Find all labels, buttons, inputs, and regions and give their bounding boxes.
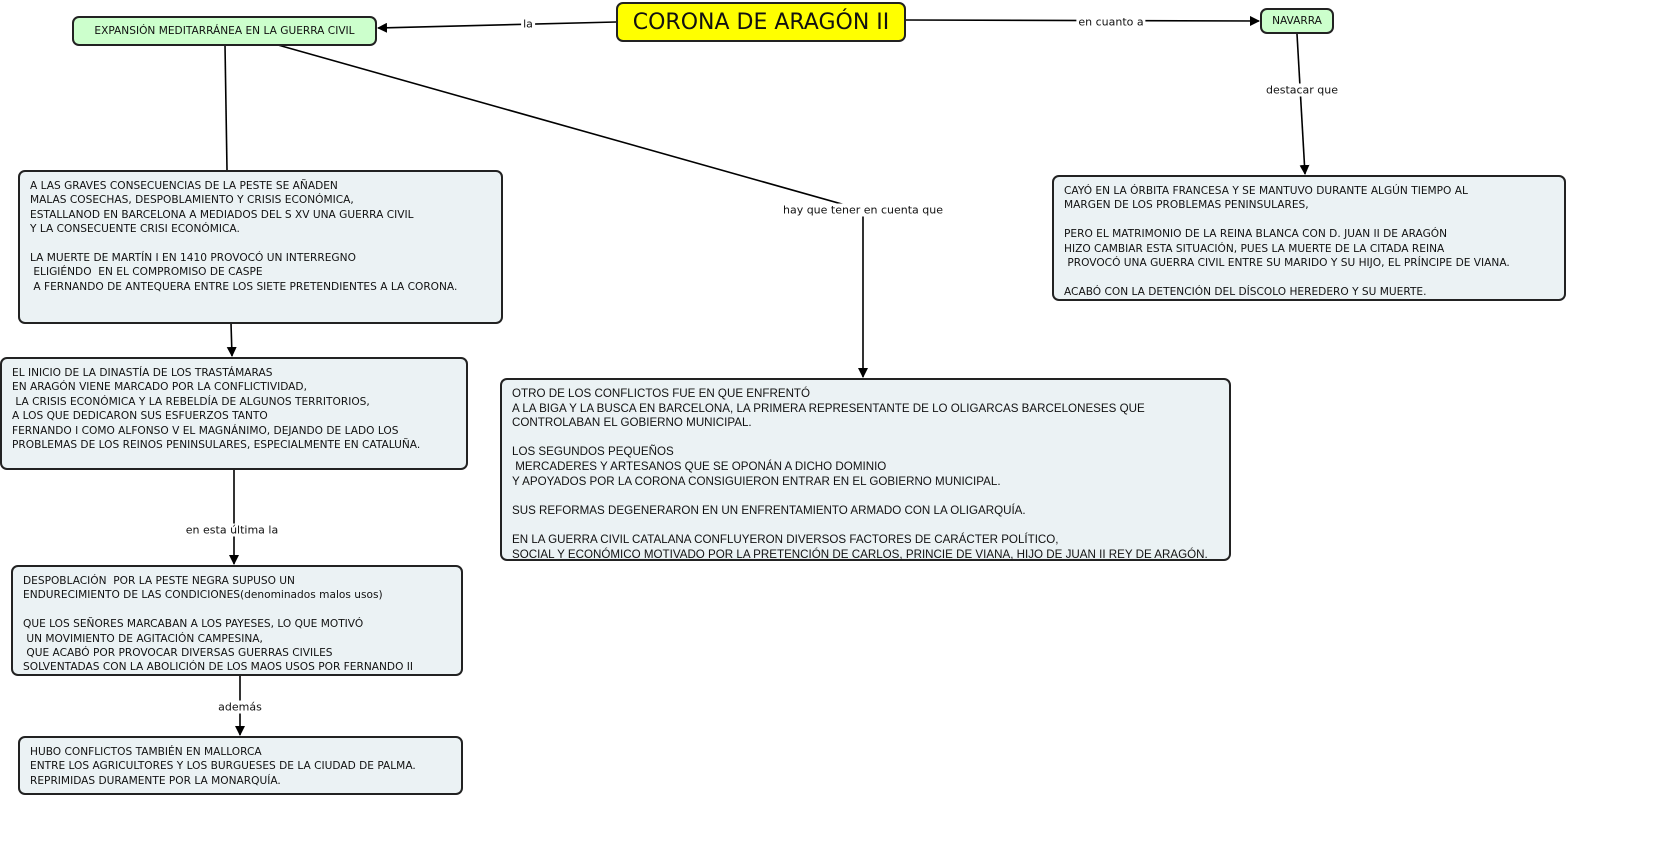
link-navarra-detail (1296, 33, 1310, 175)
root-label: CORONA DE ARAGÓN II (632, 9, 890, 35)
concept-peste[interactable]: A LAS GRAVES CONSECUENCIAS DE LA PESTE S… (18, 170, 503, 324)
expansion-label: EXPANSIÓN MEDITARRÁNEA EN LA GUERRA CIVI… (94, 25, 355, 37)
expansion-concept[interactable]: EXPANSIÓN MEDITARRÁNEA EN LA GUERRA CIVI… (72, 16, 377, 46)
link-label-la[interactable]: la (521, 17, 535, 31)
root-concept[interactable]: CORONA DE ARAGÓN II (616, 2, 906, 42)
concept-despoblacion[interactable]: DESPOBLACIÓN POR LA PESTE NEGRA SUPUSO U… (11, 565, 463, 676)
navarra-concept[interactable]: NAVARRA (1260, 8, 1334, 34)
link-label-ademas[interactable]: además (216, 700, 264, 714)
link-root-expansion (377, 21, 617, 33)
concept-biga-busca[interactable]: OTRO DE LOS CONFLICTOS FUE EN QUE ENFREN… (500, 378, 1231, 561)
link-label-destacar-que[interactable]: destacar que (1263, 83, 1341, 97)
concept-mallorca[interactable]: HUBO CONFLICTOS TAMBIÉN EN MALLORCA ENTR… (18, 736, 463, 795)
concept-trastamaras[interactable]: EL INICIO DE LA DINASTÍA DE LOS TRASTÁMA… (0, 357, 468, 470)
link-peste-trastamaras (226, 322, 237, 357)
link-expansion-peste (224, 44, 228, 171)
navarra-label: NAVARRA (1272, 15, 1322, 27)
concept-navarra-detail[interactable]: CAYÓ EN LA ÓRBITA FRANCESA Y SE MANTUVO … (1052, 175, 1566, 301)
link-label-en-cuanto-a[interactable]: en cuanto a (1076, 15, 1146, 29)
link-label-hay-que[interactable]: hay que tener en cuenta que (780, 203, 946, 217)
link-label-en-esta-ultima[interactable]: en esta última la (183, 523, 281, 537)
